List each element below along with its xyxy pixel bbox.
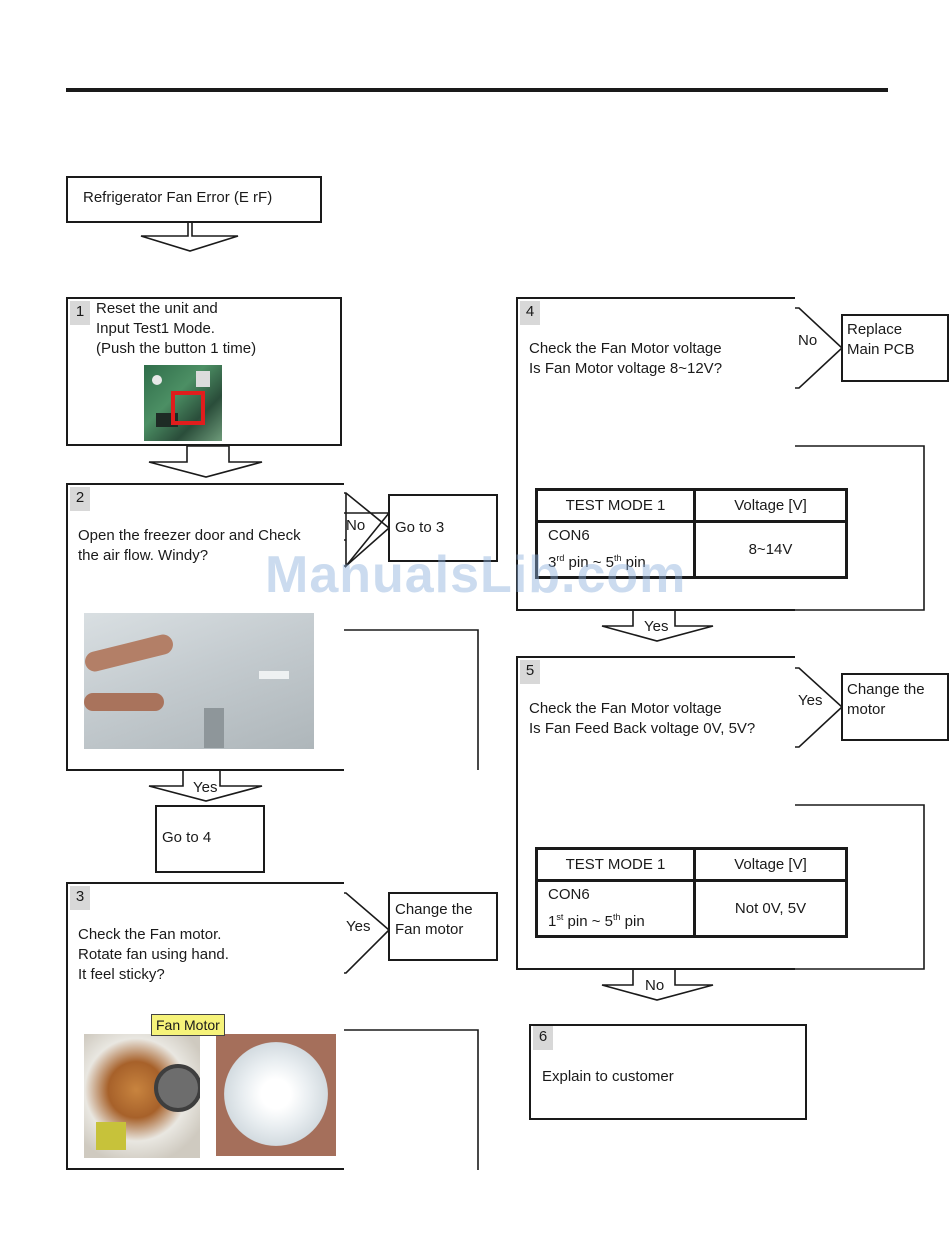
step6-text: Explain to customer [542,1068,674,1085]
start-box: Refrigerator Fan Error (E rF) [66,176,322,223]
step3-line1: Check the Fan motor. [78,926,222,943]
change-fan-motor-box: Change the Fan motor [388,892,498,961]
step5-line1: Check the Fan Motor voltage [529,700,722,717]
start-title: Refrigerator Fan Error (E rF) [83,189,273,206]
step5-connector-cell: CON6 1st pin ~ 5th pin [535,879,696,938]
goto4-text: Go to 4 [162,829,212,846]
step4-col1-header: TEST MODE 1 [535,488,696,523]
step5-no-label: No [645,977,665,994]
freezer-airflow-photo [84,613,314,749]
goto3-box: Go to 3 [388,494,498,562]
step4-pin-range: 3rd pin ~ 5th pin [548,553,646,571]
step4-connector-cell: CON6 3rd pin ~ 5th pin [535,520,696,579]
step1-line1: Reset the unit and [96,300,218,317]
step5-voltage-table: TEST MODE 1 Voltage [V] CON6 1st pin ~ 5… [535,847,848,938]
step4-line1: Check the Fan Motor voltage [529,340,722,357]
step4-number: 4 [520,301,540,325]
step5-voltage-value: Not 0V, 5V [693,879,848,938]
motor-stator-photo [84,1034,200,1158]
step1-box: 1 Reset the unit and Input Test1 Mode. (… [66,297,342,446]
replace-pcb-line1: Replace [847,321,903,338]
watermark: ManualsLib.com [265,546,687,604]
change-fan-motor-line2: Fan motor [395,921,464,938]
arrow-1-to-2 [148,445,263,478]
arrow-start-to-1 [140,221,239,252]
step2-box: 2 Open the freezer door and Check the ai… [66,483,344,771]
step1-line2: Input Test1 Mode. [96,320,215,337]
step2-line2: the air flow. Windy? [78,547,209,564]
step2-number: 2 [70,487,90,511]
step3-line2: Rotate fan using hand. [78,946,229,963]
step5-number: 5 [520,660,540,684]
step2-line1: Open the freezer door and Check [78,527,301,544]
step4-voltage-value: 8~14V [693,520,848,579]
goto3-text: Go to 3 [395,519,445,536]
step4-col2-header: Voltage [V] [693,488,848,523]
step5-yes-label: Yes [798,692,823,709]
arrow-5-no [601,968,714,1001]
step5-line2: Is Fan Feed Back voltage 0V, 5V? [529,720,756,737]
step3-line3: It feel sticky? [78,966,165,983]
header-rule [66,88,888,92]
step4-yes-label: Yes [644,618,669,635]
fan-motor-tag: Fan Motor [151,1014,225,1036]
replace-pcb-box: Replace Main PCB [841,314,949,382]
step5-pin-range: 1st pin ~ 5th pin [548,912,645,930]
step1-number: 1 [70,301,90,325]
step4-con: CON6 [548,527,590,544]
fan-blade-photo [216,1034,336,1156]
pcb-photo [144,365,222,441]
change-motor-box: Change the motor [841,673,949,741]
arrow-2-yes [148,769,263,802]
replace-pcb-line2: Main PCB [847,341,915,358]
step4-line2: Is Fan Motor voltage 8~12V? [529,360,723,377]
hand-icon [84,632,176,674]
goto4-box: Go to 4 [155,805,265,873]
step2-no-label: No [346,517,366,534]
step3-number: 3 [70,886,90,910]
change-fan-motor-line1: Change the [395,901,473,918]
fan-icon [224,1042,328,1146]
step6-number: 6 [533,1026,553,1050]
button-highlight-icon [171,391,205,425]
step5-con: CON6 [548,886,590,903]
step3-yes-label: Yes [346,918,371,935]
step2-spacer [342,483,346,493]
step4-voltage-table: TEST MODE 1 Voltage [V] CON6 3rd pin ~ 5… [535,488,848,579]
step6-box: 6 Explain to customer [529,1024,807,1120]
change-motor-line1: Change the [847,681,925,698]
step1-line3: (Push the button 1 time) [96,340,257,357]
step4-no-label: No [798,332,818,349]
step2-yes-label: Yes [193,779,218,796]
step5-col2-header: Voltage [V] [693,847,848,882]
step5-col1-header: TEST MODE 1 [535,847,696,882]
arrow-4-yes [601,609,714,642]
change-motor-line2: motor [847,701,886,718]
